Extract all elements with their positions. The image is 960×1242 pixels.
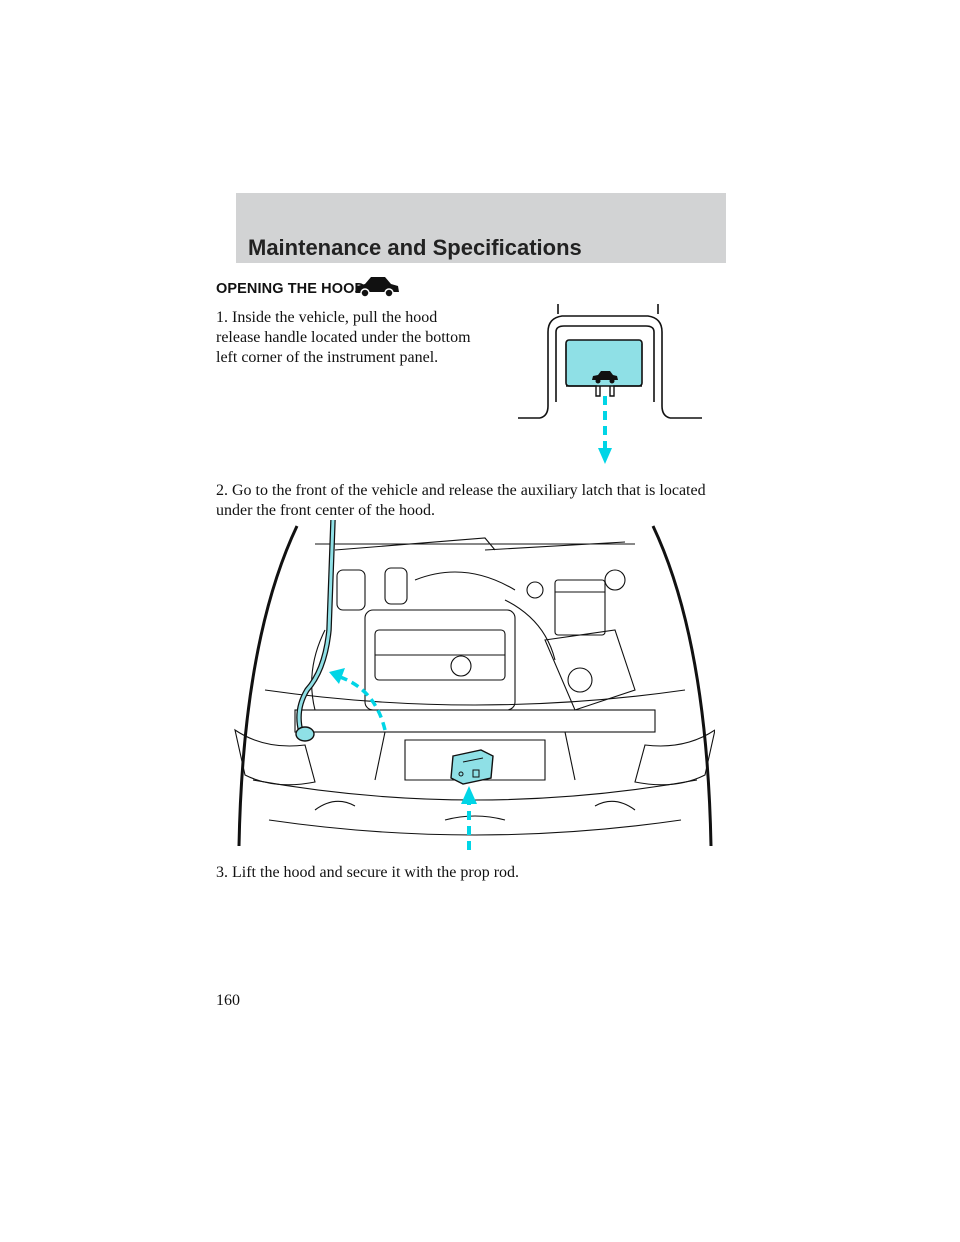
header-band: Maintenance and Specifications bbox=[236, 193, 726, 263]
section-heading: OPENING THE HOOD bbox=[216, 281, 366, 297]
prop-rod-arrow-head bbox=[329, 668, 345, 684]
latch-arrow-head bbox=[461, 786, 477, 804]
step-2-text: 2. Go to the front of the vehicle and re… bbox=[216, 482, 706, 519]
car-icon bbox=[355, 277, 399, 298]
step-3-text: 3. Lift the hood and secure it with the … bbox=[216, 864, 520, 881]
pull-arrow-head bbox=[598, 448, 612, 464]
release-handle bbox=[565, 339, 643, 387]
page-number: 160 bbox=[216, 992, 240, 1009]
section-header-title: Maintenance and Specifications bbox=[248, 235, 582, 260]
hood-release-illustration bbox=[518, 304, 702, 464]
handle-car-icon bbox=[592, 371, 618, 384]
engine-bay-illustration bbox=[234, 520, 715, 850]
step-1-text: 1. Inside the vehicle, pull the hood rel… bbox=[216, 309, 471, 366]
auxiliary-latch bbox=[450, 749, 494, 785]
